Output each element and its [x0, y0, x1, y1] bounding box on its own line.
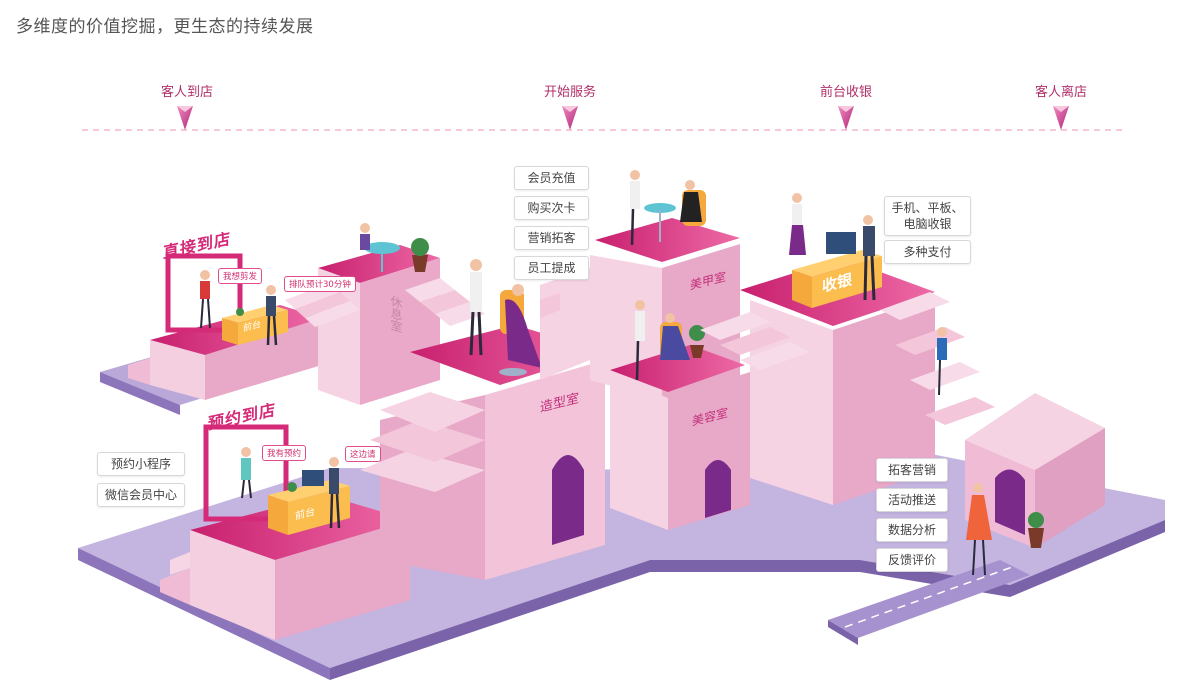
- exit-house: [965, 393, 1105, 576]
- bubble-have-reservation: 我有预约: [262, 445, 307, 461]
- tag-campaign-push: 活动推送: [876, 488, 948, 513]
- tag-member-recharge: 会员充值: [514, 166, 589, 191]
- timeline-marker-departure: [1053, 106, 1069, 130]
- bubble-queue-wait: 排队预计30分钟: [284, 276, 356, 292]
- stage-label-service: 开始服务: [543, 85, 597, 100]
- timeline-marker-arrival: [177, 106, 193, 130]
- tag-wechat-member-center: 微信会员中心: [97, 483, 185, 508]
- bubble-this-way: 这边请: [345, 446, 381, 462]
- direct-desk-block: [128, 253, 322, 400]
- tag-data-analysis: 数据分析: [876, 518, 948, 543]
- stage-label-arrival: 客人到店: [160, 85, 214, 100]
- tag-marketing-acquire: 营销拓客: [514, 226, 589, 251]
- stage-label-departure: 客人离店: [1034, 85, 1088, 100]
- timeline-marker-cashier: [838, 106, 854, 130]
- timeline-marker-service: [562, 106, 578, 130]
- tag-customer-marketing: 拓客营销: [876, 458, 948, 483]
- reservation-desk-block: [160, 424, 410, 640]
- tag-feedback-review: 反馈评价: [876, 548, 948, 573]
- lounge-block: [285, 223, 485, 405]
- tag-buy-pass: 购买次卡: [514, 196, 589, 221]
- styling-block: [360, 259, 605, 580]
- lounge-label: 休息室: [389, 293, 403, 335]
- beauty-block: [610, 300, 750, 530]
- page-title: 多维度的价值挖掘，更生态的持续发展: [16, 17, 314, 37]
- tag-reservation-miniprogram: 预约小程序: [97, 452, 185, 477]
- tag-multi-payment: 多种支付: [884, 240, 971, 265]
- bubble-want-haircut: 我想剪发: [218, 268, 263, 284]
- tag-multi-device-cashier: 手机、平板、 电脑收银: [884, 196, 971, 237]
- tag-staff-commission: 员工提成: [514, 256, 589, 281]
- cashier-block: [700, 193, 995, 505]
- stage-label-cashier: 前台收银: [819, 85, 873, 100]
